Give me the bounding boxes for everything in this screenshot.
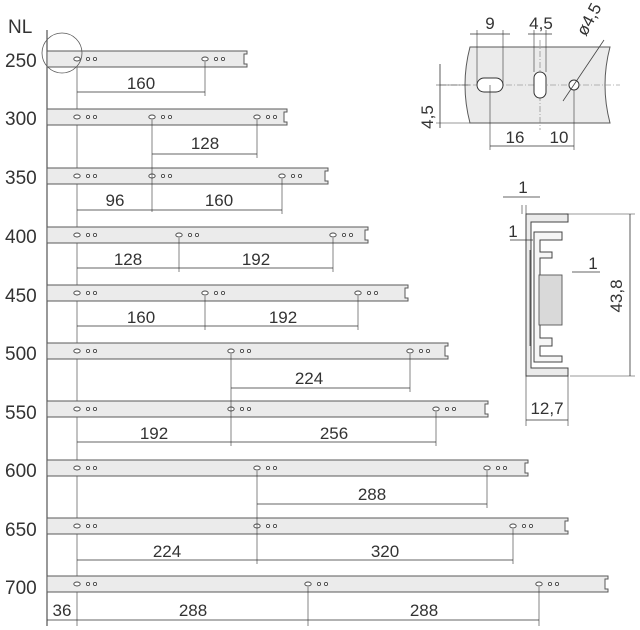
nl-label: 700 — [5, 578, 37, 599]
nl-label: 250 — [5, 51, 37, 72]
dim-label: 192 — [242, 250, 270, 269]
thickness-label: 1 — [518, 178, 527, 197]
dim-45-vertical-label: 4,5 — [418, 105, 437, 129]
offset-label: 36 — [53, 601, 72, 620]
dim-label: 224 — [295, 369, 323, 388]
rail-350 — [46, 167, 329, 185]
dim-label: 96 — [106, 191, 125, 210]
detail-callout-circle — [41, 32, 83, 74]
dim-label: 288 — [179, 601, 207, 620]
rail-600 — [46, 459, 529, 477]
rail-550 — [46, 400, 489, 418]
thickness-label: 1 — [588, 254, 597, 273]
dim-16-label: 16 — [506, 128, 525, 147]
rail-cross-section — [503, 196, 635, 426]
dim-45-label: 4,5 — [529, 14, 553, 33]
rail-700 — [46, 575, 609, 593]
hole-diameter-label: ø4,5 — [573, 0, 606, 39]
nl-label: 350 — [5, 168, 37, 189]
rail-450 — [46, 284, 409, 302]
dim-label: 192 — [140, 424, 168, 443]
nl-label: 600 — [5, 461, 37, 482]
nl-label: 550 — [5, 403, 37, 424]
dim-label: 224 — [153, 542, 181, 561]
rail-500 — [46, 342, 449, 360]
dim-label: 288 — [358, 485, 386, 504]
dim-10-label: 10 — [550, 128, 569, 147]
dim-label: 256 — [320, 424, 348, 443]
thickness-label: 1 — [508, 222, 517, 241]
dim-label: 128 — [191, 134, 219, 153]
dim-9-label: 9 — [485, 14, 494, 33]
rail-300 — [46, 108, 288, 126]
rail-250 — [41, 32, 248, 74]
rail-dimensions — [47, 62, 540, 626]
dim-label: 160 — [127, 74, 155, 93]
nl-label: 400 — [5, 227, 37, 248]
hole-detail-view — [436, 30, 620, 150]
rail-650 — [46, 517, 569, 535]
nl-header: NL — [8, 17, 32, 38]
profile-width-label: 12,7 — [530, 399, 563, 418]
dim-label: 160 — [205, 191, 233, 210]
dim-label: 128 — [114, 250, 142, 269]
nl-label: 650 — [5, 520, 37, 541]
dim-label: 160 — [127, 308, 155, 327]
dim-label: 320 — [371, 542, 399, 561]
nl-label: 300 — [5, 109, 37, 130]
dim-label: 192 — [269, 308, 297, 327]
dim-label: 288 — [410, 601, 438, 620]
nl-label: 500 — [5, 344, 37, 365]
profile-height-label: 43,8 — [607, 279, 626, 312]
nl-label: 450 — [5, 286, 37, 307]
rail-400 — [46, 226, 369, 244]
